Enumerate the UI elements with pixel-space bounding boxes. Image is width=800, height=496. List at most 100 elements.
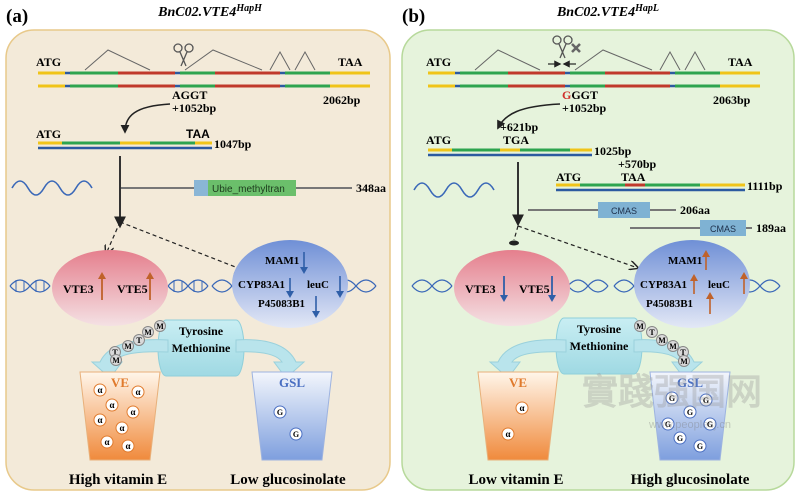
- scissors-icon: [173, 43, 194, 67]
- panel-a-protein: Ubie_methyltran 348aa: [120, 180, 386, 196]
- panel-a-vte5: VTE5: [117, 282, 148, 296]
- svg-text:T: T: [649, 328, 655, 337]
- panel-a-transcript-atg: ATG: [36, 127, 61, 141]
- panel-a-g-balls: G G: [273, 405, 303, 441]
- panel-b-ve-cup: [477, 371, 559, 461]
- panel-a: (a) BnC02.VTE4HapH: [5, 3, 391, 491]
- panel-b-transcript2-length: 1111bp: [747, 179, 783, 193]
- scissors-icon: [552, 35, 573, 59]
- panel-b-inhibit-bar: [509, 240, 519, 246]
- panel-b-taa: TAA: [728, 55, 753, 69]
- svg-text:α: α: [109, 400, 114, 410]
- panel-b-vte-ellipse: [454, 250, 570, 326]
- panel-a-full-length: 2062bp: [323, 93, 361, 107]
- panel-b-mam1: MAM1: [668, 255, 702, 267]
- panel-a-letter: (a): [6, 6, 28, 27]
- panel-a-met-balls: M M T M T M: [109, 320, 166, 366]
- panel-b-snp: GGGT: [562, 88, 598, 102]
- panel-a-protein-length: 348aa: [356, 181, 386, 195]
- panel-b-mrna-wave: [413, 182, 495, 198]
- panel-a-vte3: VTE3: [63, 282, 94, 296]
- panel-a-mrna-wave: [11, 180, 93, 196]
- svg-text:T: T: [136, 336, 142, 345]
- panel-b-stop1: TGA: [503, 133, 529, 147]
- svg-text:α: α: [104, 437, 109, 447]
- panel-a-domain: Ubie_methyltran: [212, 184, 285, 195]
- watermark-url: www.peoplesj.cn: [648, 419, 731, 431]
- dna-helix-icon: [411, 279, 453, 293]
- panel-a-taa: TAA: [338, 55, 363, 69]
- panel-b-stop2: TAA: [621, 170, 646, 184]
- svg-text:G: G: [707, 420, 713, 429]
- down-arrow-icon: [500, 276, 556, 302]
- watermark-text: 實踐强国网: [582, 371, 762, 412]
- svg-text:M: M: [669, 342, 677, 351]
- panel-b-transcript2-atg: ATG: [556, 170, 581, 184]
- watermark: 實踐强国网 www.peoplesj.cn: [582, 371, 762, 431]
- panel-a-leuc: leuC: [307, 279, 329, 291]
- panel-a-gsl-label: GSL: [279, 375, 305, 390]
- panel-a-snp: AGGT: [172, 88, 207, 102]
- svg-text:M: M: [680, 357, 688, 366]
- panel-b-vte5: VTE5: [519, 282, 550, 296]
- panel-a-p45083b1: P45083B1: [258, 298, 305, 310]
- svg-text:α: α: [130, 407, 135, 417]
- panel-b-stop1-position: +621bp: [500, 120, 539, 134]
- panel-b-alpha-balls: α α: [501, 401, 529, 441]
- panel-b-stop2-position: +570bp: [618, 157, 657, 171]
- svg-text:M: M: [144, 328, 152, 337]
- panel-b-dash-to-gsl: [517, 225, 638, 268]
- svg-text:M: M: [636, 322, 644, 331]
- panel-b-ve-label: VE: [509, 375, 527, 390]
- panel-a-methionine: Methionine: [172, 341, 231, 355]
- dna-helix-icon: [567, 279, 609, 293]
- panel-b-transcript1-atg: ATG: [426, 133, 451, 147]
- panel-b-protein-2: CMAS 189aa: [630, 220, 786, 236]
- svg-text:α: α: [505, 429, 510, 439]
- panel-a-ve-label: VE: [111, 375, 129, 390]
- svg-text:α: α: [519, 403, 524, 413]
- svg-text:M: M: [124, 342, 132, 351]
- svg-text:G: G: [687, 408, 693, 417]
- svg-text:G: G: [703, 396, 709, 405]
- panel-b-protein2-length: 189aa: [756, 221, 786, 235]
- panel-a-alpha-balls: α α α α α α α α: [93, 383, 145, 453]
- panel-a-cyp83a1: CYP83A1: [238, 279, 285, 291]
- up-arrow-icon: [98, 272, 154, 300]
- panel-b-transcript-2: +570bp TAA ATG 1111bp: [556, 157, 783, 193]
- panel-a-vte-ellipse: [52, 250, 168, 326]
- svg-text:G: G: [293, 430, 299, 439]
- panel-b-snp-position: +1052bp: [562, 101, 607, 115]
- panel-a-dash-inhibit: [119, 221, 239, 269]
- svg-text:M: M: [658, 336, 666, 345]
- svg-text:α: α: [135, 387, 140, 397]
- svg-text:α: α: [97, 415, 102, 425]
- panel-a-mam1: MAM1: [265, 255, 299, 267]
- panel-b-gsl-ellipse: [634, 240, 750, 328]
- panel-b-domain-2: CMAS: [710, 224, 736, 234]
- panel-b-full-length: 2063bp: [713, 93, 751, 107]
- panel-b-protein-1: CMAS 206aa: [528, 202, 710, 218]
- panel-b-inhibit-line: [513, 225, 519, 241]
- panel-b-result-gsl: High glucosinolate: [631, 472, 750, 488]
- svg-text:T: T: [112, 348, 118, 357]
- cross-icon: [571, 43, 581, 53]
- panel-b-result-ve: Low vitamin E: [468, 472, 563, 488]
- svg-text:T: T: [680, 348, 686, 357]
- panel-a-transcript-length: 1047bp: [214, 137, 252, 151]
- panel-b-atg: ATG: [426, 55, 451, 69]
- panel-a-result-ve: High vitamin E: [69, 472, 167, 488]
- svg-text:G: G: [669, 394, 675, 403]
- panel-b: (b) BnC02.VTE4HapL: [401, 3, 795, 491]
- panel-b-gsl-label: GSL: [677, 375, 703, 390]
- panel-b-transcript-1: +621bp TGA ATG 1025bp: [426, 120, 632, 158]
- panel-a-splice-arrow: [120, 103, 171, 134]
- panel-a-gene-structure: ATG TAA 2062bp AGGT +1052bp: [36, 43, 370, 115]
- panel-b-g-balls: G G G G G G G: [661, 391, 717, 453]
- panel-a-transcript-taa: TAA: [186, 127, 210, 141]
- panel-b-met-balls: M T M M T M: [634, 320, 690, 367]
- panel-a-snp-position: +1052bp: [172, 101, 217, 115]
- panel-b-leuc: leuC: [708, 279, 730, 291]
- svg-text:G: G: [277, 408, 283, 417]
